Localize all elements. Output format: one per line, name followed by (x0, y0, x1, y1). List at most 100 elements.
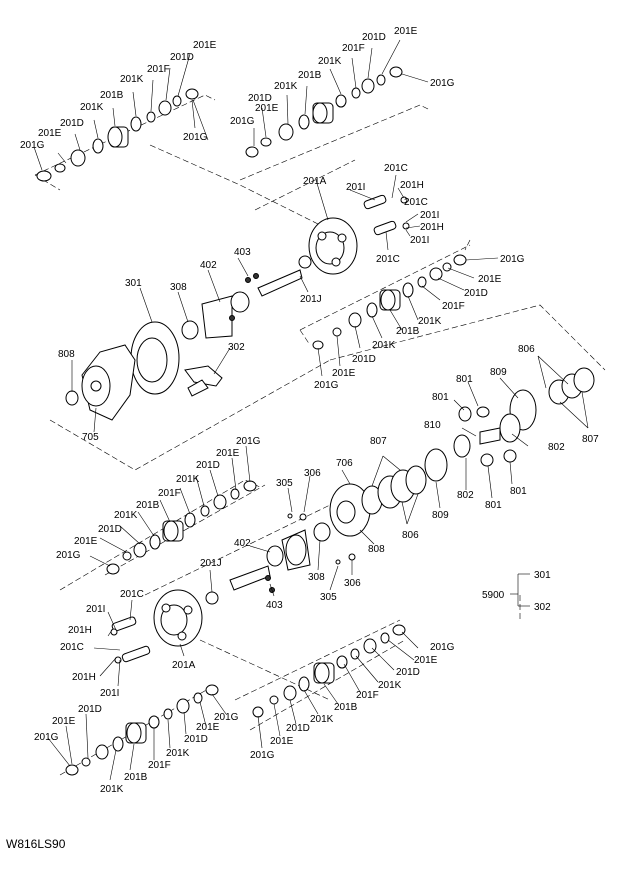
callout-c21: 201C (384, 163, 408, 174)
callout-c66: 201E (74, 536, 98, 547)
callout-c55: 807 (370, 436, 387, 447)
callout-c32: 201D (464, 288, 488, 299)
callout-c28: 201I (410, 235, 429, 246)
legend-assembly-number: 5900 (482, 590, 505, 601)
callout-c9: 201G (20, 140, 45, 151)
callout-c92: 201F (356, 690, 379, 701)
callout-c99: 201D (78, 704, 102, 715)
callout-c103: 201F (148, 760, 171, 771)
callout-c88: 201G (430, 642, 455, 653)
callout-c48: 806 (518, 344, 535, 355)
upper-planetary-carrier (257, 194, 410, 297)
callout-c42: 308 (170, 282, 187, 293)
callout-c12: 201D (248, 93, 272, 104)
callout-c93: 201B (334, 702, 358, 713)
callout-c6: 201K (120, 74, 144, 85)
callout-c35: 201B (396, 326, 420, 337)
callout-c8: 201E (193, 40, 217, 51)
callout-c27: 201H (420, 222, 444, 233)
callout-c37: 201D (352, 354, 376, 365)
lower-right-shaft-parts (252, 624, 406, 718)
callout-c105: 201D (184, 734, 208, 745)
callout-c65: 201G (56, 550, 81, 561)
callout-c72: 201D (196, 460, 220, 471)
callout-c89: 201E (414, 655, 438, 666)
parts (36, 66, 595, 776)
legend-component-1: 301 (534, 570, 551, 581)
callout-c26: 201I (420, 210, 439, 221)
callout-c96: 201E (270, 736, 294, 747)
housing-705 (65, 344, 136, 421)
callout-c50: 801 (456, 374, 473, 385)
callout-c79: 305 (320, 592, 337, 603)
callout-c47: 705 (82, 432, 99, 443)
middle-clutch-pack (287, 465, 427, 565)
callout-c5: 201B (100, 90, 124, 101)
callout-c40: 201J (300, 294, 322, 305)
callout-c106: 201E (196, 722, 220, 733)
callout-c86: 201I (100, 688, 119, 699)
callout-c1: 201E (38, 128, 62, 139)
callout-c53: 802 (548, 442, 565, 453)
callout-c52: 810 (424, 420, 441, 431)
callout-c14: 201K (274, 81, 298, 92)
callout-c101: 201K (100, 784, 124, 795)
upper-left-shaft-parts (36, 88, 199, 182)
callout-c34: 201K (418, 316, 442, 327)
callout-c3: 201F (147, 64, 170, 75)
lower-planetary-carrier (110, 589, 203, 664)
callout-c30: 201G (500, 254, 525, 265)
callout-c58: 801 (485, 500, 502, 511)
callout-c2: 201D (60, 118, 84, 129)
bottom-left-shaft-parts (65, 684, 219, 776)
callout-c25: 201C (404, 197, 428, 208)
callout-c10: 201G (183, 132, 208, 143)
figure-code: W816LS90 (6, 837, 66, 851)
callout-c77: 403 (266, 600, 283, 611)
callout-c41: 301 (125, 278, 142, 289)
callout-c24: 201H (400, 180, 424, 191)
callout-c100: 201G (34, 732, 59, 743)
callout-c15: 201B (298, 70, 322, 81)
callout-c94: 201K (310, 714, 334, 725)
callout-c63: 306 (304, 468, 321, 479)
callout-c76: 402 (234, 538, 251, 549)
callout-c69: 201F (158, 488, 181, 499)
callout-c57: 801 (510, 486, 527, 497)
callout-c54: 807 (582, 434, 599, 445)
callout-c84: 201C (60, 642, 84, 653)
callout-c16: 201K (318, 56, 342, 67)
callout-c13: 201F (342, 43, 365, 54)
callout-c44: 403 (234, 247, 251, 258)
callout-c62: 706 (336, 458, 353, 469)
callout-c29: 201C (376, 254, 400, 265)
callout-c39: 201G (314, 380, 339, 391)
callout-c49: 809 (490, 367, 507, 378)
callout-c74: 201G (236, 436, 261, 447)
callout-c60: 806 (402, 530, 419, 541)
callout-c73: 201E (216, 448, 240, 459)
callout-c81: 201C (120, 589, 144, 600)
callout-c68: 201K (114, 510, 138, 521)
callout-c80: 306 (344, 578, 361, 589)
leader-lines (33, 39, 589, 781)
ring-gear-assembly (130, 273, 259, 397)
callout-c85: 201H (72, 672, 96, 683)
callout-c87: 201A (172, 660, 196, 671)
callout-c61: 808 (368, 544, 385, 555)
callout-c82: 201I (86, 604, 105, 615)
callout-c23: 201I (346, 182, 365, 193)
callout-c107: 201G (214, 712, 239, 723)
callout-c7: 201D (170, 52, 194, 63)
callout-c70: 201B (136, 500, 160, 511)
legend-component-2: 302 (534, 602, 551, 613)
callout-c4: 201K (80, 102, 104, 113)
callout-c22: 201A (303, 176, 327, 187)
callout-c38: 201E (332, 368, 356, 379)
callout-c36: 201K (372, 340, 396, 351)
callout-c46: 808 (58, 349, 75, 360)
callout-c98: 201E (52, 716, 76, 727)
callout-c78: 308 (308, 572, 325, 583)
callout-c19: 201G (430, 78, 455, 89)
callout-c71: 201K (176, 474, 200, 485)
